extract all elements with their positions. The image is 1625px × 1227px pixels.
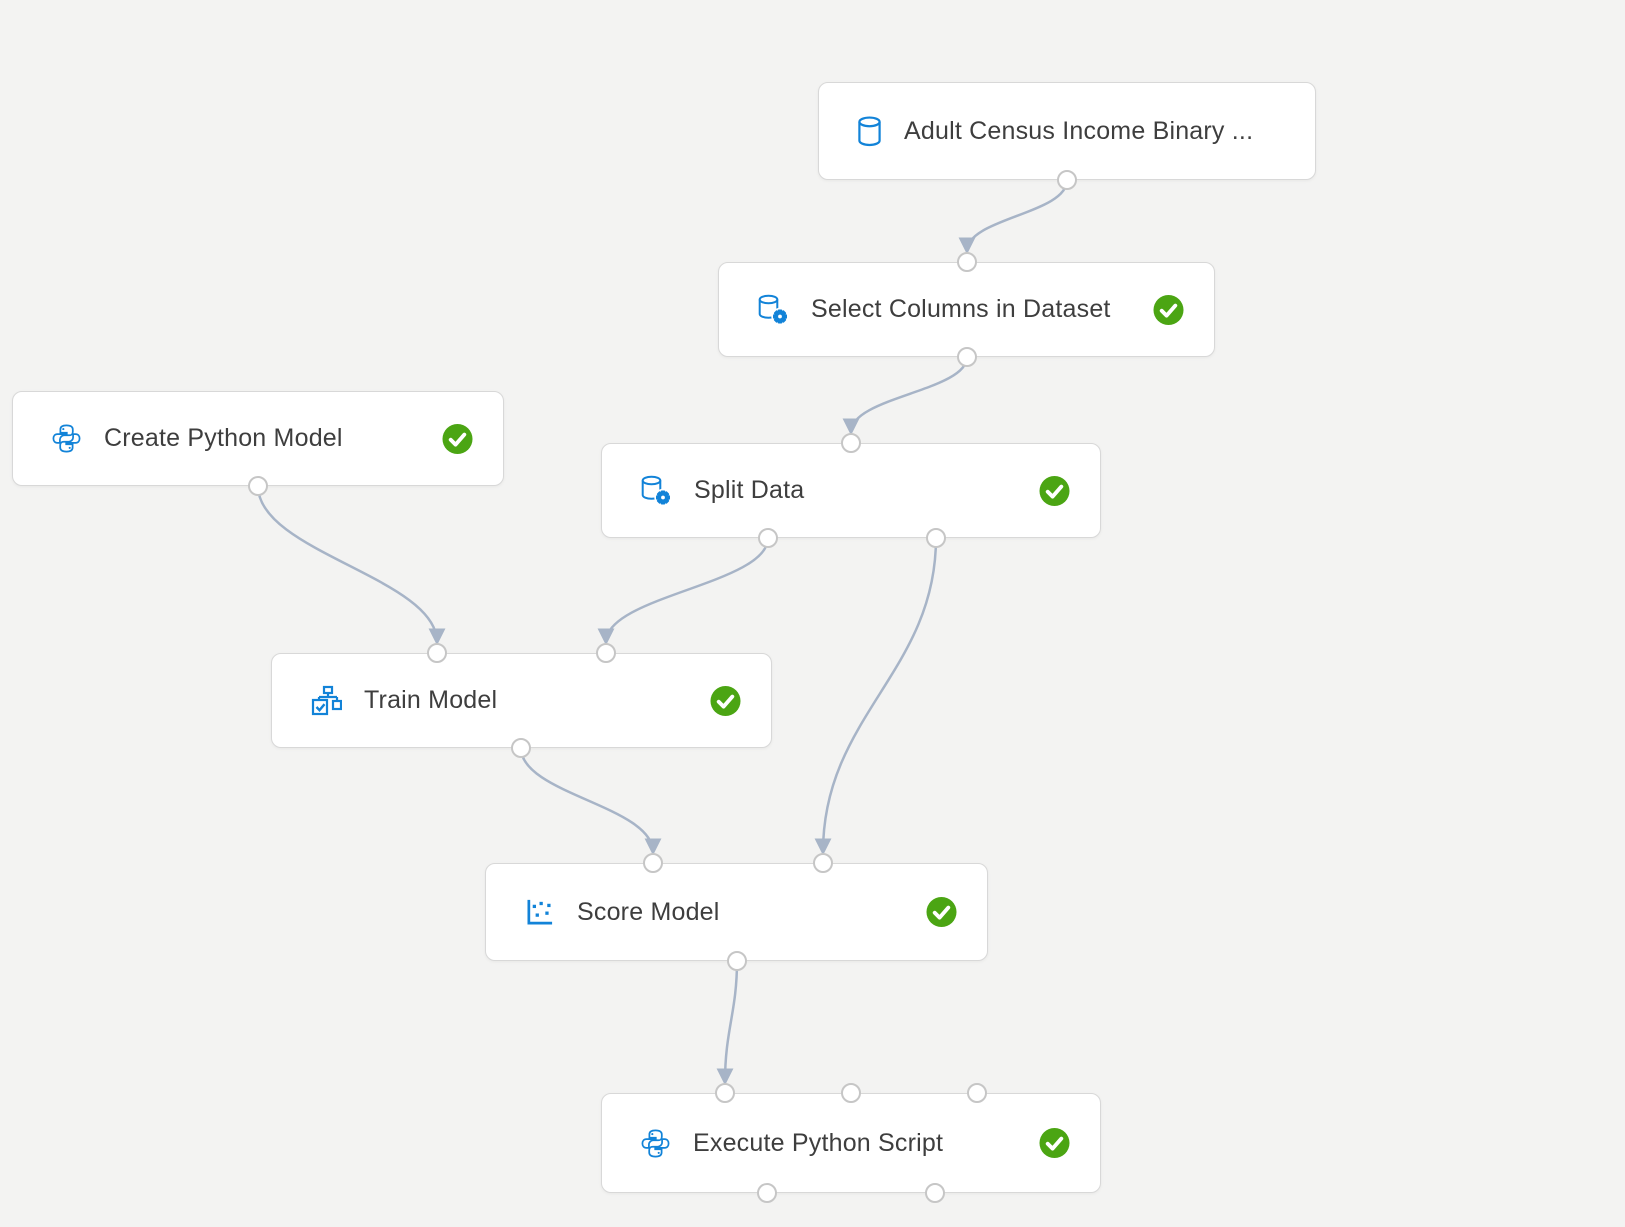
- edge-score-model-to-execute-python-script[interactable]: [716, 960, 739, 1086]
- status-completed-icon: [442, 423, 473, 454]
- node-label: Adult Census Income Binary ...: [904, 116, 1254, 145]
- node-train-model[interactable]: Train Model: [271, 653, 772, 748]
- dataset-database-icon: [857, 115, 882, 147]
- node-label: Score Model: [577, 897, 720, 926]
- status-completed-icon: [1039, 1127, 1070, 1159]
- python-icon: [51, 422, 82, 455]
- node-adult-census-income-dataset[interactable]: Adult Census Income Binary ...: [818, 82, 1316, 180]
- node-select-columns-in-dataset[interactable]: Select Columns in Dataset: [718, 262, 1215, 357]
- node-execute-python-script[interactable]: Execute Python Script: [601, 1093, 1101, 1193]
- database-gear-icon: [640, 474, 672, 507]
- node-label: Select Columns in Dataset: [811, 295, 1111, 323]
- node-label: Execute Python Script: [693, 1128, 944, 1157]
- edge-dataset-to-select-columns[interactable]: [958, 179, 1069, 255]
- train-model-icon: [310, 685, 342, 717]
- python-icon: [640, 1127, 671, 1160]
- node-label: Split Data: [694, 476, 805, 504]
- node-label: Train Model: [364, 686, 498, 714]
- edge-select-columns-to-split-data[interactable]: [842, 356, 969, 436]
- status-completed-icon: [710, 685, 741, 716]
- edge-train-model-to-score-model[interactable]: [519, 747, 662, 856]
- edge-create-python-model-to-train-model[interactable]: [256, 485, 446, 646]
- scatter-plot-icon: [524, 897, 555, 928]
- status-completed-icon: [1039, 475, 1070, 506]
- edge-split-data-to-train-model[interactable]: [597, 537, 770, 646]
- node-split-data[interactable]: Split Data: [601, 443, 1101, 538]
- database-gear-icon: [757, 293, 789, 326]
- node-score-model[interactable]: Score Model: [485, 863, 988, 961]
- edge-split-data-to-score-model[interactable]: [814, 537, 938, 856]
- node-create-python-model[interactable]: Create Python Model: [12, 391, 504, 486]
- node-label: Create Python Model: [104, 424, 343, 452]
- status-completed-icon: [1153, 294, 1184, 325]
- status-completed-icon: [926, 896, 957, 928]
